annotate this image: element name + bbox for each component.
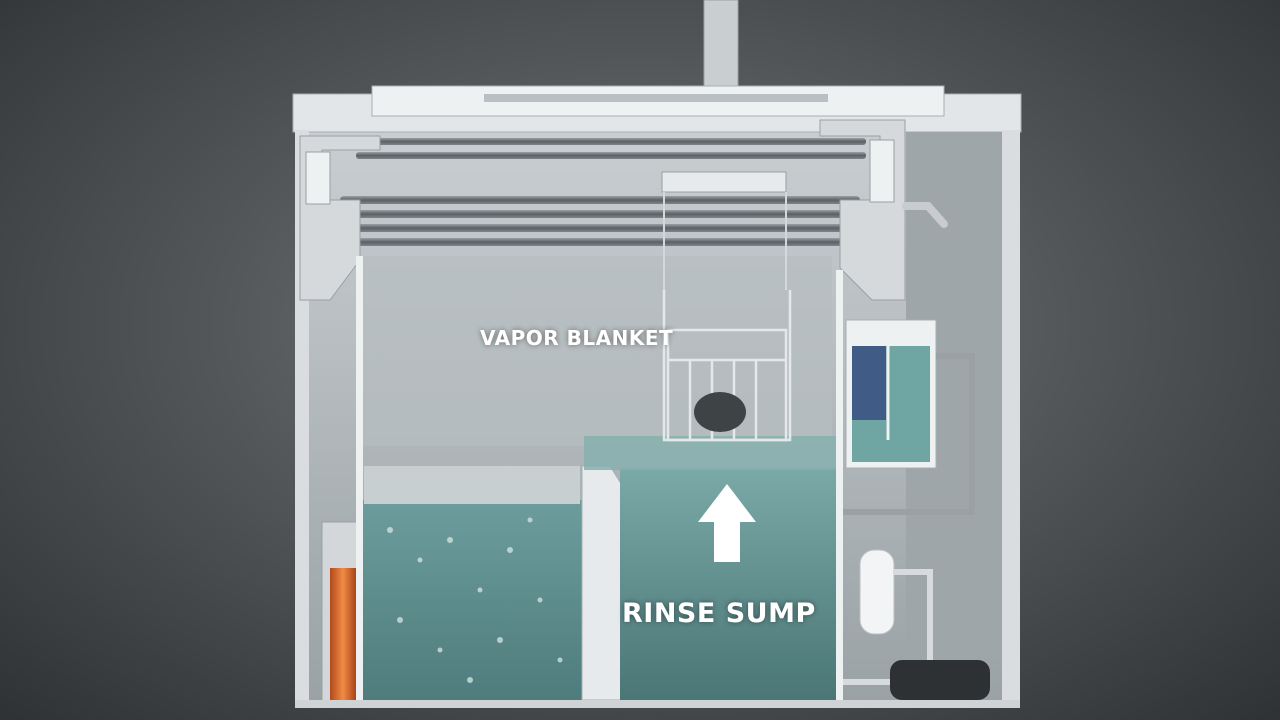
filter-canister xyxy=(859,549,895,635)
outlet-pipe xyxy=(902,202,948,228)
up-arrow-icon xyxy=(698,484,756,562)
cooling-coils xyxy=(337,138,866,274)
rinse-surface xyxy=(584,436,838,470)
vapor-blanket-label: VAPOR BLANKET xyxy=(480,326,674,350)
weir xyxy=(581,465,626,701)
left-cap xyxy=(305,151,331,205)
right-outer-wall xyxy=(1002,130,1020,705)
part-in-basket xyxy=(694,392,746,432)
vapor-zone xyxy=(362,256,832,446)
floor xyxy=(295,700,1020,708)
rinse-sump-label: RINSE SUMP xyxy=(622,598,816,629)
right-inner-wall xyxy=(836,270,843,702)
basket-cables xyxy=(663,192,787,290)
separator-solvent xyxy=(852,346,886,420)
left-inner-wall xyxy=(356,256,363,702)
bubbles xyxy=(387,517,563,683)
pump-motor xyxy=(890,660,990,700)
filter-pipe xyxy=(894,569,933,660)
right-cap xyxy=(869,139,895,203)
lid-slot xyxy=(484,94,828,102)
boil-sump-liquid xyxy=(362,500,582,700)
separator-return-pipe xyxy=(842,353,975,515)
hoist-head xyxy=(661,171,787,193)
heater-element xyxy=(330,568,356,700)
boil-foam xyxy=(364,466,580,504)
